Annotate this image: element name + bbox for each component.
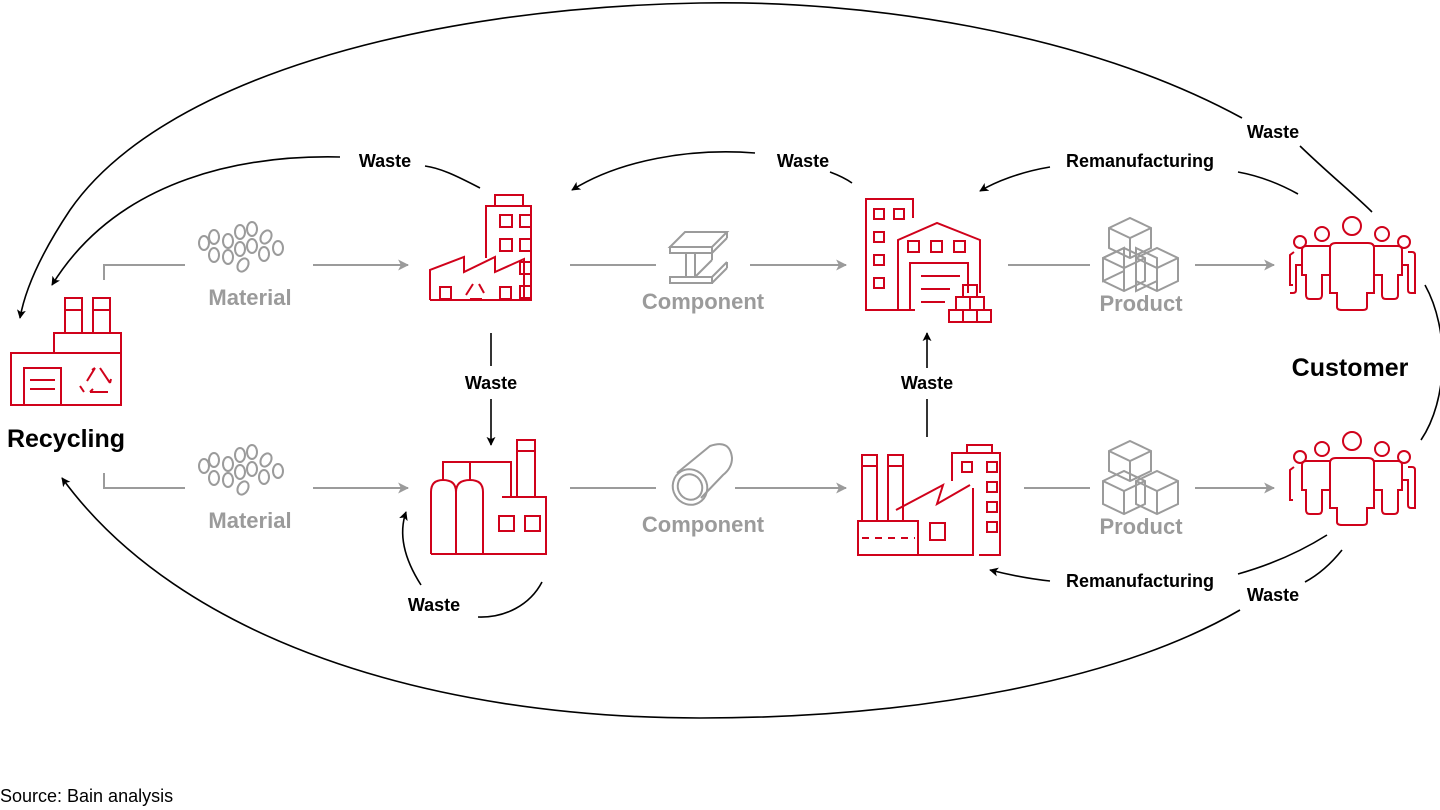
i-beam-icon bbox=[667, 231, 730, 284]
outer-top-waste-loop: Waste bbox=[16, 1, 1373, 319]
top-remanufacturing-label: Remanufacturing bbox=[1066, 151, 1214, 171]
outer-bottom-waste-label: Waste bbox=[1247, 585, 1299, 605]
bottom-plant-self-waste: Waste bbox=[399, 511, 543, 618]
source-note: Source: Bain analysis bbox=[0, 786, 174, 806]
top-plant-waste-loop: Waste bbox=[51, 151, 481, 286]
recycling-plant-icon bbox=[10, 297, 122, 406]
cubes-icon bbox=[1102, 216, 1179, 293]
plant-down-waste: Waste bbox=[465, 333, 517, 446]
customer-side-arc bbox=[1420, 284, 1440, 441]
bottom-product-label: Product bbox=[1099, 514, 1183, 539]
customer-group-icon bbox=[1289, 431, 1416, 526]
recycling-label: Recycling bbox=[7, 425, 125, 453]
customer-label: Customer bbox=[1292, 354, 1409, 382]
factory-chimneys-icon bbox=[857, 444, 1001, 556]
top-remanufacturing-loop: Remanufacturing bbox=[979, 151, 1299, 195]
assembler-up-waste-label: Waste bbox=[901, 373, 953, 393]
top-row-flow bbox=[103, 259, 1276, 280]
top-component-label: Component bbox=[642, 289, 765, 314]
outer-top-waste-label: Waste bbox=[1247, 122, 1299, 142]
top-assembler-waste-loop: Waste bbox=[571, 151, 853, 191]
pipe-icon bbox=[671, 443, 734, 506]
bottom-material-label: Material bbox=[208, 508, 291, 533]
pellets-icon bbox=[198, 444, 284, 496]
bottom-plant-self-waste-label: Waste bbox=[408, 595, 460, 615]
assembler-up-waste: Waste bbox=[901, 332, 953, 437]
factory-silos-icon bbox=[430, 439, 547, 555]
top-material-label: Material bbox=[208, 285, 291, 310]
bottom-row-flow bbox=[103, 473, 1276, 494]
bottom-component-label: Component bbox=[642, 512, 765, 537]
cubes-icon bbox=[1102, 439, 1179, 516]
pellets-icon bbox=[198, 221, 284, 273]
customer-group-icon bbox=[1289, 216, 1416, 311]
top-plant-waste-label: Waste bbox=[359, 151, 411, 171]
bottom-remanufacturing-loop: Remanufacturing bbox=[989, 534, 1328, 591]
factory-recycle-icon bbox=[429, 194, 532, 301]
plant-down-waste-label: Waste bbox=[465, 373, 517, 393]
outer-bottom-waste-loop: Waste bbox=[61, 477, 1343, 719]
top-product-label: Product bbox=[1099, 291, 1183, 316]
top-assembler-waste-label: Waste bbox=[777, 151, 829, 171]
bottom-remanufacturing-label: Remanufacturing bbox=[1066, 571, 1214, 591]
warehouse-icon bbox=[865, 198, 992, 323]
